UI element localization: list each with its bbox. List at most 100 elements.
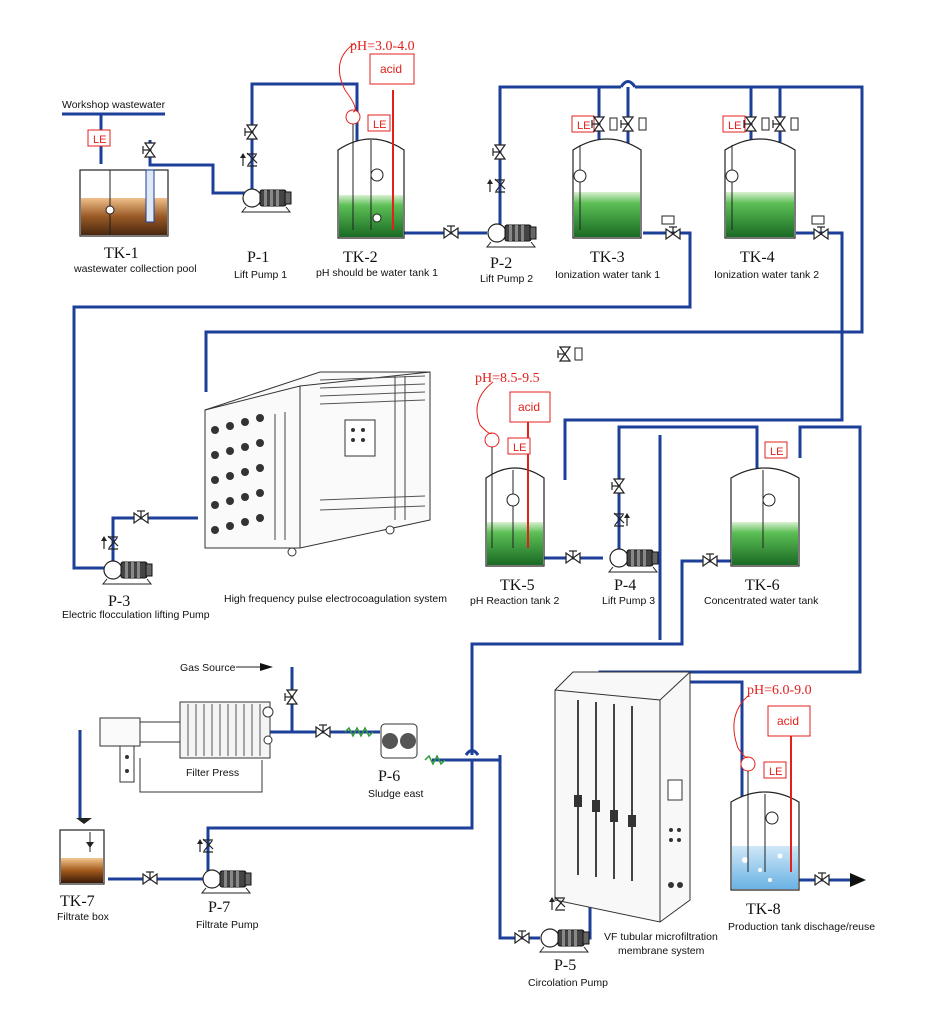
ph-probe-icon xyxy=(345,109,361,125)
p4-code: P-4 xyxy=(614,577,636,594)
pump-icon[interactable] xyxy=(241,188,292,213)
diaphragm-pump-p6[interactable] xyxy=(380,723,418,759)
tk5-code: TK-5 xyxy=(500,577,535,594)
tk5-name: pH Reaction tank 2 xyxy=(470,595,559,607)
pump-icon[interactable] xyxy=(486,223,537,248)
tank-tk2: acid LE xyxy=(337,42,415,239)
pump-icon[interactable] xyxy=(608,548,659,573)
level-sensor-icon xyxy=(507,437,531,455)
valve-icon[interactable] xyxy=(814,872,830,886)
tk6-name: Concentrated water tank xyxy=(704,595,819,607)
valve-icon[interactable] xyxy=(665,226,681,240)
tk8-name: Production tank dischage/reuse xyxy=(728,921,875,933)
p2-code: P-2 xyxy=(490,255,512,272)
p7-code: P-7 xyxy=(208,899,230,916)
tk1-name: wastewater collection pool xyxy=(73,263,197,275)
ph-setpoint-1: pH=3.0-4.0 xyxy=(350,39,415,54)
flow-arrow-icon xyxy=(623,512,631,527)
le-label: LE xyxy=(769,766,782,778)
valve-icon[interactable] xyxy=(142,142,156,158)
valve-icon[interactable] xyxy=(244,124,258,140)
tank-tk7 xyxy=(59,818,105,885)
le-label: LE xyxy=(577,120,590,132)
ph-probe-icon xyxy=(740,756,756,772)
level-sensor-icon xyxy=(87,129,111,147)
level-sensor-icon xyxy=(764,441,788,459)
p4-name: Lift Pump 3 xyxy=(602,595,655,607)
tk1-code: TK-1 xyxy=(104,245,139,262)
p5-name: Circolation Pump xyxy=(528,977,608,989)
ph-probe-icon xyxy=(484,432,500,448)
tk7-code: TK-7 xyxy=(60,893,95,910)
valve-icon[interactable] xyxy=(315,724,331,738)
valve-icon[interactable] xyxy=(620,116,634,132)
acid-label: acid xyxy=(380,62,402,76)
pump-icon[interactable] xyxy=(102,560,153,585)
valve-icon[interactable] xyxy=(557,346,571,362)
flow-arrow-icon xyxy=(486,178,494,193)
le-label: LE xyxy=(93,134,106,146)
valve-icon[interactable] xyxy=(813,226,829,240)
valve-icon[interactable] xyxy=(611,478,625,494)
p7-name: Filtrate Pump xyxy=(196,919,259,931)
valve-icon[interactable] xyxy=(142,871,158,885)
p6-code: P-6 xyxy=(378,768,400,785)
tk4-name: Ionization water tank 2 xyxy=(714,269,819,281)
flow-arrow-icon xyxy=(260,663,273,671)
acid-label: acid xyxy=(777,714,799,728)
tk2-name: pH should be water tank 1 xyxy=(316,267,438,279)
p1-name: Lift Pump 1 xyxy=(234,269,287,281)
flow-arrow-icon xyxy=(196,838,204,853)
tank-tk5: acid LE xyxy=(476,346,583,567)
p2-name: Lift Pump 2 xyxy=(480,273,533,285)
vf-membrane-system xyxy=(554,671,691,923)
level-sensor-icon xyxy=(367,114,391,132)
valve-icon[interactable] xyxy=(492,144,506,160)
valve-icon[interactable] xyxy=(443,225,459,239)
level-sensor-icon xyxy=(763,761,787,779)
tank-tk6: LE xyxy=(730,441,800,567)
valve-icon[interactable] xyxy=(565,550,581,564)
p3-code: P-3 xyxy=(108,593,130,610)
pump-icon[interactable] xyxy=(539,928,590,953)
tk4-code: TK-4 xyxy=(740,249,775,266)
p5-code: P-5 xyxy=(554,957,576,974)
flow-arrow-icon xyxy=(239,152,247,167)
flow-arrow-icon xyxy=(548,896,556,911)
ph-setpoint-2: pH=8.5-9.5 xyxy=(475,371,540,386)
electrocoagulation-system xyxy=(204,371,431,557)
tank-tk3: LE xyxy=(571,115,647,239)
valve-icon[interactable] xyxy=(702,553,718,567)
filter-press xyxy=(99,701,274,793)
vf-name-2: membrane system xyxy=(618,945,705,957)
tk3-name: Ionization water tank 1 xyxy=(555,269,660,281)
p6-name: Sludge east xyxy=(368,788,424,800)
valve-icon[interactable] xyxy=(743,116,757,132)
pump-icon[interactable] xyxy=(201,869,252,894)
le-label: LE xyxy=(770,446,783,458)
ph-setpoint-3: pH=6.0-9.0 xyxy=(747,683,812,698)
filter-press-name: Filter Press xyxy=(186,767,239,779)
tk2-code: TK-2 xyxy=(343,249,378,266)
flow-arrow-icon xyxy=(100,535,108,550)
valve-icon[interactable] xyxy=(284,689,298,705)
tk8-code: TK-8 xyxy=(746,901,781,918)
efc-name: High frequency pulse electrocoagulation … xyxy=(224,593,447,605)
tank-tk8: acid LE xyxy=(730,694,811,891)
tk6-code: TK-6 xyxy=(745,577,780,594)
acid-label: acid xyxy=(518,400,540,414)
valve-icon[interactable] xyxy=(772,116,786,132)
valve-icon[interactable] xyxy=(514,930,530,944)
le-label: LE xyxy=(373,119,386,131)
tank-tk4: LE xyxy=(722,115,799,239)
gas-source-label: Gas Source xyxy=(180,662,236,674)
pressure-gauge-icon xyxy=(811,215,825,225)
tk7-name: Filtrate box xyxy=(57,911,110,923)
pressure-gauge-icon xyxy=(661,215,675,225)
le-label: LE xyxy=(728,120,741,132)
p3-name: Electric flocculation lifting Pump xyxy=(62,609,210,621)
vf-name-1: VF tubular microfiltration xyxy=(604,931,718,943)
tank-tk1: LE xyxy=(79,129,169,237)
valve-icon[interactable] xyxy=(133,510,149,524)
